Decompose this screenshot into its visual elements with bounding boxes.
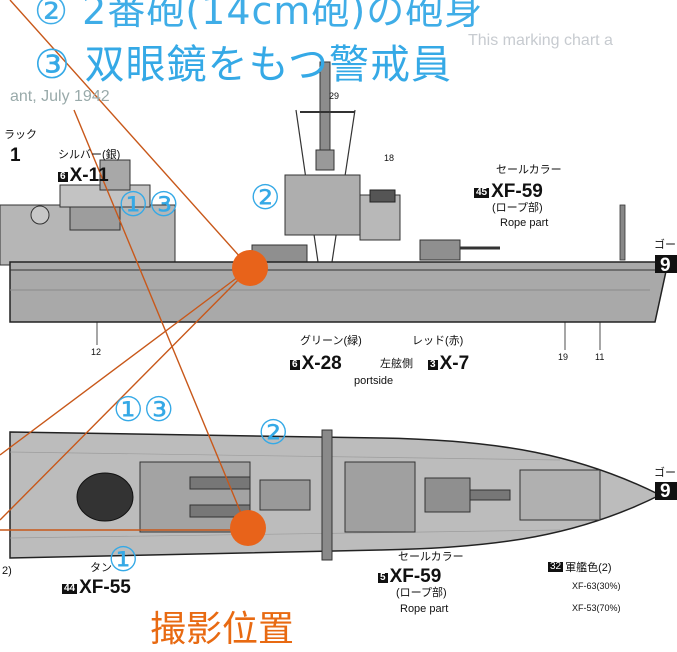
callout-11: 11 (595, 352, 605, 362)
warship-color-mix1: XF-63(30%) (572, 581, 621, 591)
tan-label: タン (90, 562, 112, 574)
black-fragment-code: 1 (10, 145, 21, 166)
camera-position-marker-top (230, 510, 266, 546)
chart-note: This marking chart a (468, 32, 613, 49)
top-gold-fragment-code: 9 (660, 481, 671, 502)
side-gold-fragment-code: 9 (660, 255, 671, 276)
caption-line-2: ② 2番砲(14cm砲)の砲身 (34, 0, 484, 33)
sight-lines (0, 0, 251, 531)
black-fragment-label: ラック (4, 129, 37, 141)
top-gold-fragment-label: ゴー (654, 467, 676, 479)
green-side-jp: 左舷側 (380, 358, 413, 370)
side-sail-color-sub-en: Rope part (500, 217, 549, 229)
caption-line-3: ③ 双眼鏡をもつ警戒員 (34, 42, 452, 88)
marker-side-2: ② (250, 178, 281, 218)
green-label: グリーン(緑) (300, 335, 362, 347)
top-callout-fragment: 2) (2, 565, 12, 577)
marker-top-1-3: ①③ (113, 390, 174, 430)
shooting-position-label: 撮影位置 (150, 609, 295, 650)
top-sail-color-sub-en: Rope part (400, 603, 449, 615)
warship-color-mix2: XF-53(70%) (572, 603, 621, 613)
marker-side-1-3: ①③ (118, 185, 179, 225)
green-side-en: portside (354, 375, 394, 387)
date-note: ant, July 1942 (10, 88, 110, 105)
side-sail-color-label: セールカラー (496, 164, 562, 176)
top-sail-color-sub-jp: (ロープ部) (396, 587, 447, 599)
side-gold-fragment-label: ゴー (654, 239, 676, 251)
top-sail-color-label: セールカラー (398, 551, 464, 563)
marker-top-1: ① (108, 540, 139, 580)
marker-top-2: ② (258, 413, 289, 453)
ship-illustration (0, 0, 677, 561)
side-view-ship (0, 61, 669, 350)
red-label: レッド(赤) (412, 335, 464, 347)
callout-12: 12 (91, 347, 102, 357)
camera-position-marker-side (232, 250, 268, 286)
callout-19: 19 (558, 352, 569, 362)
top-view-ship (9, 429, 662, 561)
side-sail-color-sub-jp: (ロープ部) (492, 202, 543, 214)
callout-29: 29 (329, 91, 340, 101)
silver-label: シルバー(銀) (58, 149, 121, 161)
callout-18: 18 (384, 153, 395, 163)
